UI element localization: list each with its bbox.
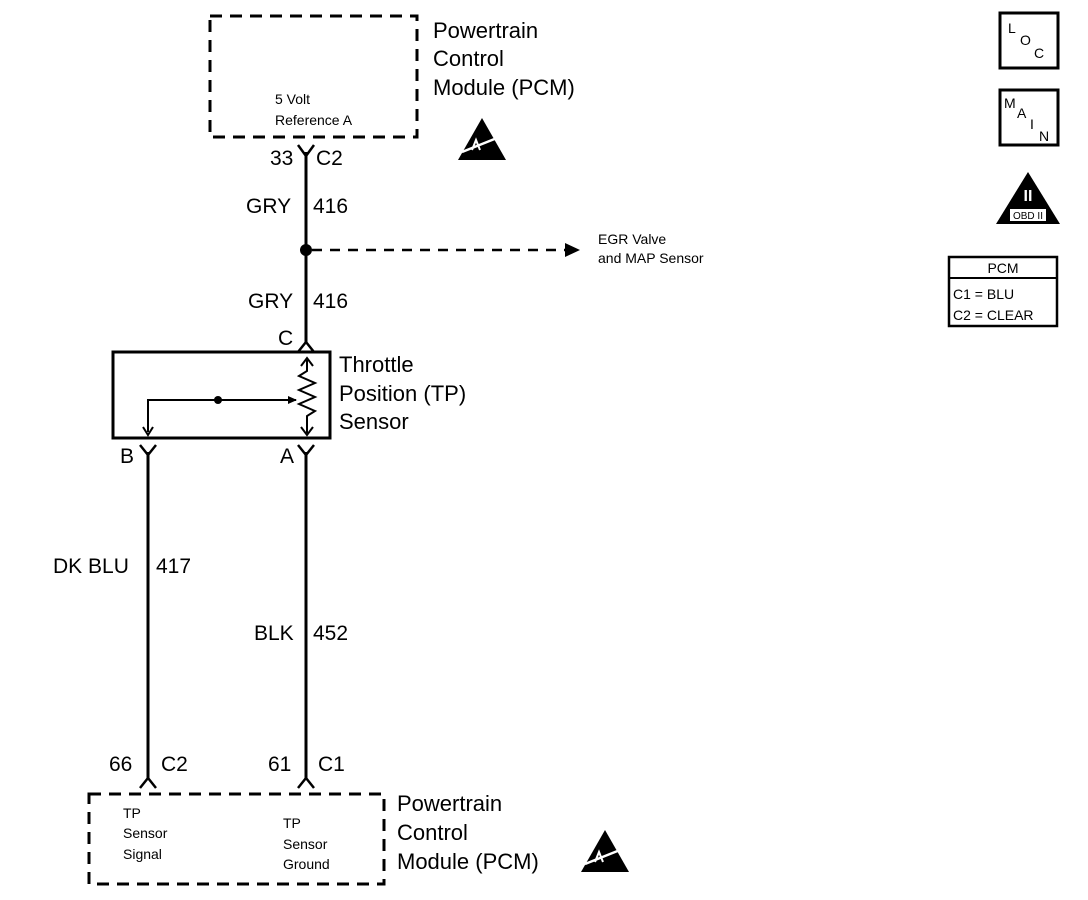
pcm-bottom-connector-c1: C1 <box>318 753 345 776</box>
wire-416-upper-color: GRY <box>246 195 291 218</box>
wire-417-color: DK BLU <box>53 555 129 578</box>
pcm-top: 5 Volt Reference A Powertrain Control Mo… <box>208 14 575 170</box>
pcm-bottom-title-line1: Powertrain <box>397 791 502 816</box>
pcm-bottom-pin-66: 66 <box>109 753 132 776</box>
wiper-line <box>147 399 296 432</box>
pcm-bottom-title-line3: Module (PCM) <box>397 849 539 874</box>
branch-arrow-icon <box>565 243 580 257</box>
wire-416-lower-color: GRY <box>248 290 293 313</box>
esd-sensitive-icon-bottom <box>579 828 631 874</box>
main-icon-letter-a: A <box>1017 105 1027 121</box>
pcm-bottom-ground-line3: Ground <box>283 856 330 872</box>
wiper-output-arrow <box>142 426 154 437</box>
pcm-bottom-pin-61: 61 <box>268 753 291 776</box>
pcm-top-connector-c2: C2 <box>316 147 343 170</box>
tp-sensor-title-line1: Throttle <box>339 352 414 377</box>
tp-sensor-box <box>111 350 332 440</box>
pcm-bottom-ground-line1: TP <box>283 815 301 831</box>
wire-452-circuit: 452 <box>313 622 348 645</box>
terminal-61-connector-mark <box>297 775 315 789</box>
pcm-bottom-title-line2: Control <box>397 820 468 845</box>
pcm-top-pin-33: 33 <box>270 147 293 170</box>
pcm-legend-header: PCM <box>987 260 1018 276</box>
pcm-bottom-ground-line2: Sensor <box>283 836 328 852</box>
branch-label-line2: and MAP Sensor <box>598 250 704 266</box>
obd-ii-numeral: II <box>1024 188 1033 205</box>
esd-sensitive-icon-top <box>456 116 508 162</box>
main-icon-letter-m: M <box>1004 95 1016 111</box>
wire-417-circuit: 417 <box>156 555 191 578</box>
potentiometer-resistor-icon <box>296 360 318 433</box>
pcm-top-box <box>208 14 419 139</box>
pcm-top-title-line3: Module (PCM) <box>433 75 575 100</box>
tp-sensor-title-line3: Sensor <box>339 409 409 434</box>
pcm-bottom-signal-line3: Signal <box>123 846 162 862</box>
wiper-arrow-icon <box>288 396 297 404</box>
tp-terminal-c: C <box>278 327 293 350</box>
pcm-top-inner-label-line2: Reference A <box>275 112 353 128</box>
pcm-connector-legend: PCM C1 = BLU C2 = CLEAR <box>947 255 1059 328</box>
pcm-legend-row-c2: C2 = CLEAR <box>953 307 1034 323</box>
loc-icon-letter-o: O <box>1020 32 1031 48</box>
loc-icon-letter-l: L <box>1008 20 1016 36</box>
main-icon: M A I N <box>998 88 1060 147</box>
pcm-top-title-line1: Powertrain <box>433 18 538 43</box>
wire-416-upper-circuit: 416 <box>313 195 348 218</box>
wire-416-lower-circuit: 416 <box>313 290 348 313</box>
pcm-top-inner-label-line1: 5 Volt <box>275 91 310 107</box>
pcm-bottom-connector-c2: C2 <box>161 753 188 776</box>
main-icon-letter-i: I <box>1030 116 1034 132</box>
pcm-bottom: 66 C2 61 C1 TP Sensor Signal TP Sensor G… <box>87 753 631 886</box>
wiper-dot <box>214 396 222 404</box>
branch-label-line1: EGR Valve <box>598 231 666 247</box>
obd-ii-label: OBD II <box>1013 211 1043 222</box>
pcm-top-title-line2: Control <box>433 46 504 71</box>
pcm-bottom-signal-line1: TP <box>123 805 141 821</box>
pcm-bottom-box <box>87 792 386 886</box>
tp-sensor-title-line2: Position (TP) <box>339 381 466 406</box>
terminal-c-connector-mark <box>297 339 315 353</box>
loc-icon-letter-c: C <box>1034 45 1044 61</box>
resistor-bottom-arrow <box>300 426 314 437</box>
tp-terminal-b: B <box>120 445 134 468</box>
tp-terminal-a: A <box>280 445 294 468</box>
tp-sensor: Throttle Position (TP) Sensor B A <box>111 350 466 468</box>
resistor-top-arrow <box>300 356 314 367</box>
obd-ii-icon: II OBD II <box>996 172 1060 224</box>
loc-icon: L O C <box>998 11 1060 70</box>
pcm-legend-row-c1: C1 = BLU <box>953 286 1014 302</box>
wire-452-color: BLK <box>254 622 294 645</box>
pcm-bottom-signal-line2: Sensor <box>123 825 168 841</box>
main-icon-letter-n: N <box>1039 128 1049 144</box>
terminal-66-connector-mark <box>139 775 157 789</box>
